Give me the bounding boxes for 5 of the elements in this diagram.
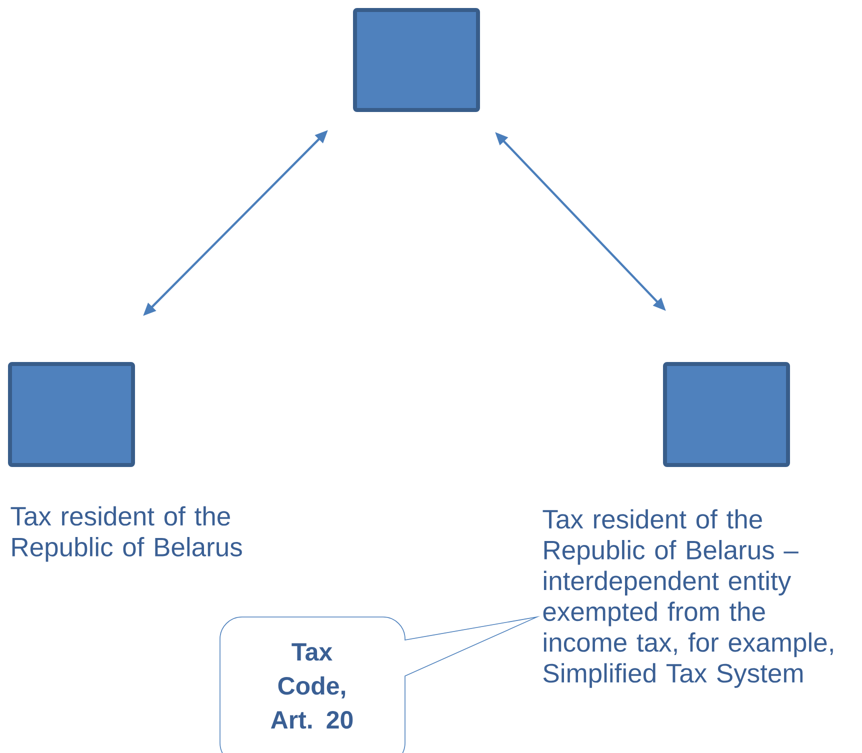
box: [353, 8, 480, 112]
caption-text: Tax resident of the Republic of Belarus – interdependent entity exempted from the income tax, for example, Simplified Tax System: [542, 509, 833, 688]
box: [663, 362, 790, 467]
caption-text: Tax resident of the Republic of Belarus: [10, 506, 242, 562]
callout: Tax Code, Art. 20: [220, 616, 538, 753]
